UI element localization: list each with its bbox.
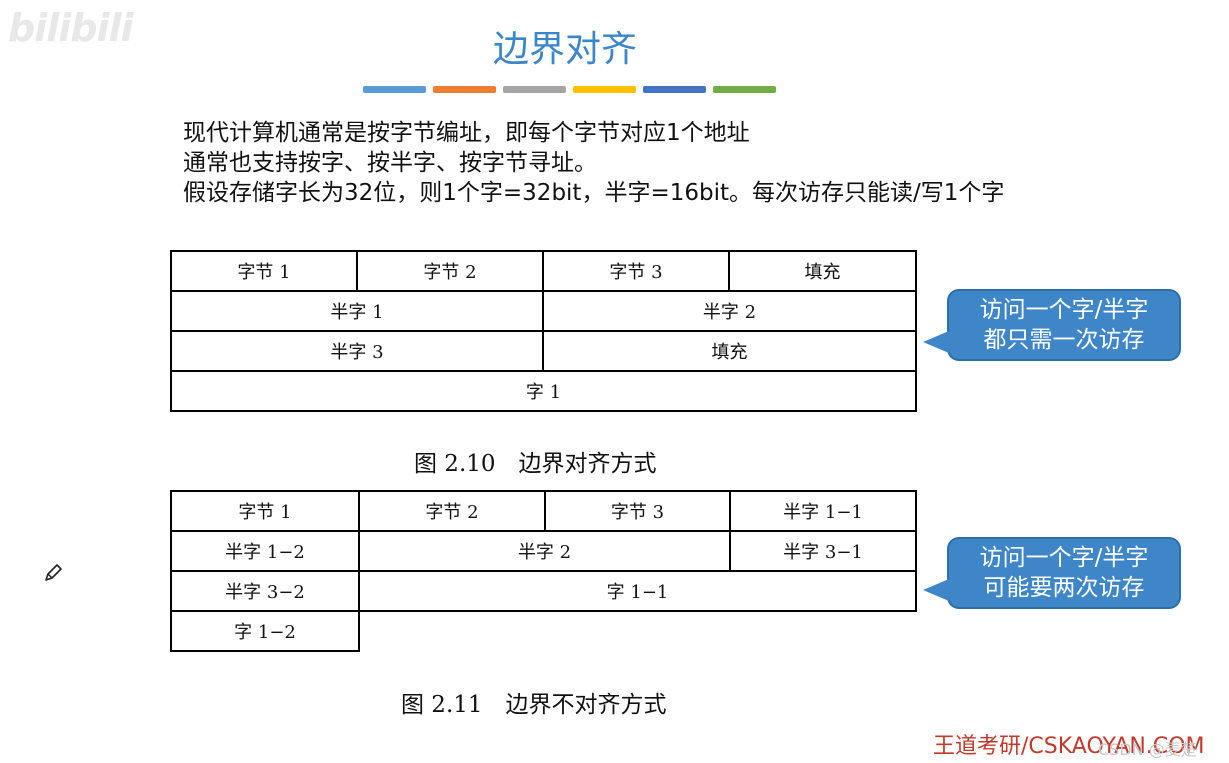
cell-byte-3: 字节 3 <box>544 490 731 532</box>
cell-byte-2: 字节 2 <box>358 490 546 532</box>
cell-halfword-2: 半字 2 <box>358 530 731 572</box>
table-row: 字 1−2 <box>170 610 916 652</box>
cell-byte-1: 字节 1 <box>170 490 360 532</box>
color-bar <box>643 86 706 93</box>
callout-line: 可能要两次访存 <box>983 575 1145 601</box>
color-bar <box>363 86 426 93</box>
cell-padding: 填充 <box>542 330 917 372</box>
color-bar <box>433 86 496 93</box>
cell-word-1-2: 字 1−2 <box>170 610 360 652</box>
cell-padding: 填充 <box>728 250 917 292</box>
cell-halfword-1-2: 半字 1−2 <box>170 530 360 572</box>
cell-word-1: 字 1 <box>170 370 917 412</box>
cell-halfword-2: 半字 2 <box>542 290 917 332</box>
intro-line: 通常也支持按字、按半字、按字节寻址。 <box>183 150 597 176</box>
intro-text: 现代计算机通常是按字节编址，即每个字节对应1个地址 通常也支持按字、按半字、按字… <box>183 118 1004 208</box>
table-row: 字节 1 字节 2 字节 3 半字 1−1 <box>170 490 917 532</box>
color-bar <box>713 86 776 93</box>
figure-caption-unaligned: 图 2.11 边界不对齐方式 <box>401 692 667 718</box>
intro-line: 现代计算机通常是按字节编址，即每个字节对应1个地址 <box>183 120 750 146</box>
cell-halfword-1-1: 半字 1−1 <box>729 490 917 532</box>
color-bar-strip <box>363 86 776 93</box>
cell-byte-2: 字节 2 <box>356 250 544 292</box>
table-row: 半字 1 半字 2 <box>170 290 917 332</box>
table-row: 字 1 <box>170 370 917 412</box>
csdn-watermark: CSDN @麦楚 <box>1098 740 1197 759</box>
cell-halfword-1: 半字 1 <box>170 290 544 332</box>
table-row: 字节 1 字节 2 字节 3 填充 <box>170 250 917 292</box>
table-row: 半字 1−2 半字 2 半字 3−1 <box>170 530 917 572</box>
callout-line: 访问一个字/半字 <box>979 297 1149 323</box>
cell-halfword-3-1: 半字 3−1 <box>729 530 917 572</box>
color-bar <box>503 86 566 93</box>
cell-halfword-3: 半字 3 <box>170 330 544 372</box>
intro-line: 假设存储字长为32位，则1个字=32bit，半字=16bit。每次访存只能读/写… <box>183 180 1005 206</box>
slide-title: 边界对齐 <box>492 29 637 70</box>
bilibili-logo: bilibili <box>8 6 134 50</box>
cell-byte-3: 字节 3 <box>542 250 730 292</box>
unaligned-table: 字节 1 字节 2 字节 3 半字 1−1 半字 1−2 半字 2 半字 3−1… <box>170 490 917 652</box>
cell-byte-1: 字节 1 <box>170 250 358 292</box>
callout-line: 都只需一次访存 <box>983 327 1145 353</box>
figure-caption-aligned: 图 2.10 边界对齐方式 <box>414 451 657 477</box>
aligned-callout: 访问一个字/半字 都只需一次访存 <box>923 289 1181 361</box>
cell-halfword-3-2: 半字 3−2 <box>170 570 360 612</box>
footer-brand: 王道考研/CSKAOYAN.COM <box>933 734 1205 759</box>
color-bar <box>573 86 636 93</box>
aligned-table: 字节 1 字节 2 字节 3 填充 半字 1 半字 2 半字 3 填充 字 1 <box>170 250 917 412</box>
table-row: 半字 3−2 字 1−1 <box>170 570 917 612</box>
unaligned-callout: 访问一个字/半字 可能要两次访存 <box>923 537 1181 609</box>
table-row: 半字 3 填充 <box>170 330 917 372</box>
callout-line: 访问一个字/半字 <box>979 545 1149 571</box>
empty-cell <box>359 611 916 651</box>
cell-word-1-1: 字 1−1 <box>358 570 917 612</box>
pencil-icon[interactable] <box>42 562 64 584</box>
